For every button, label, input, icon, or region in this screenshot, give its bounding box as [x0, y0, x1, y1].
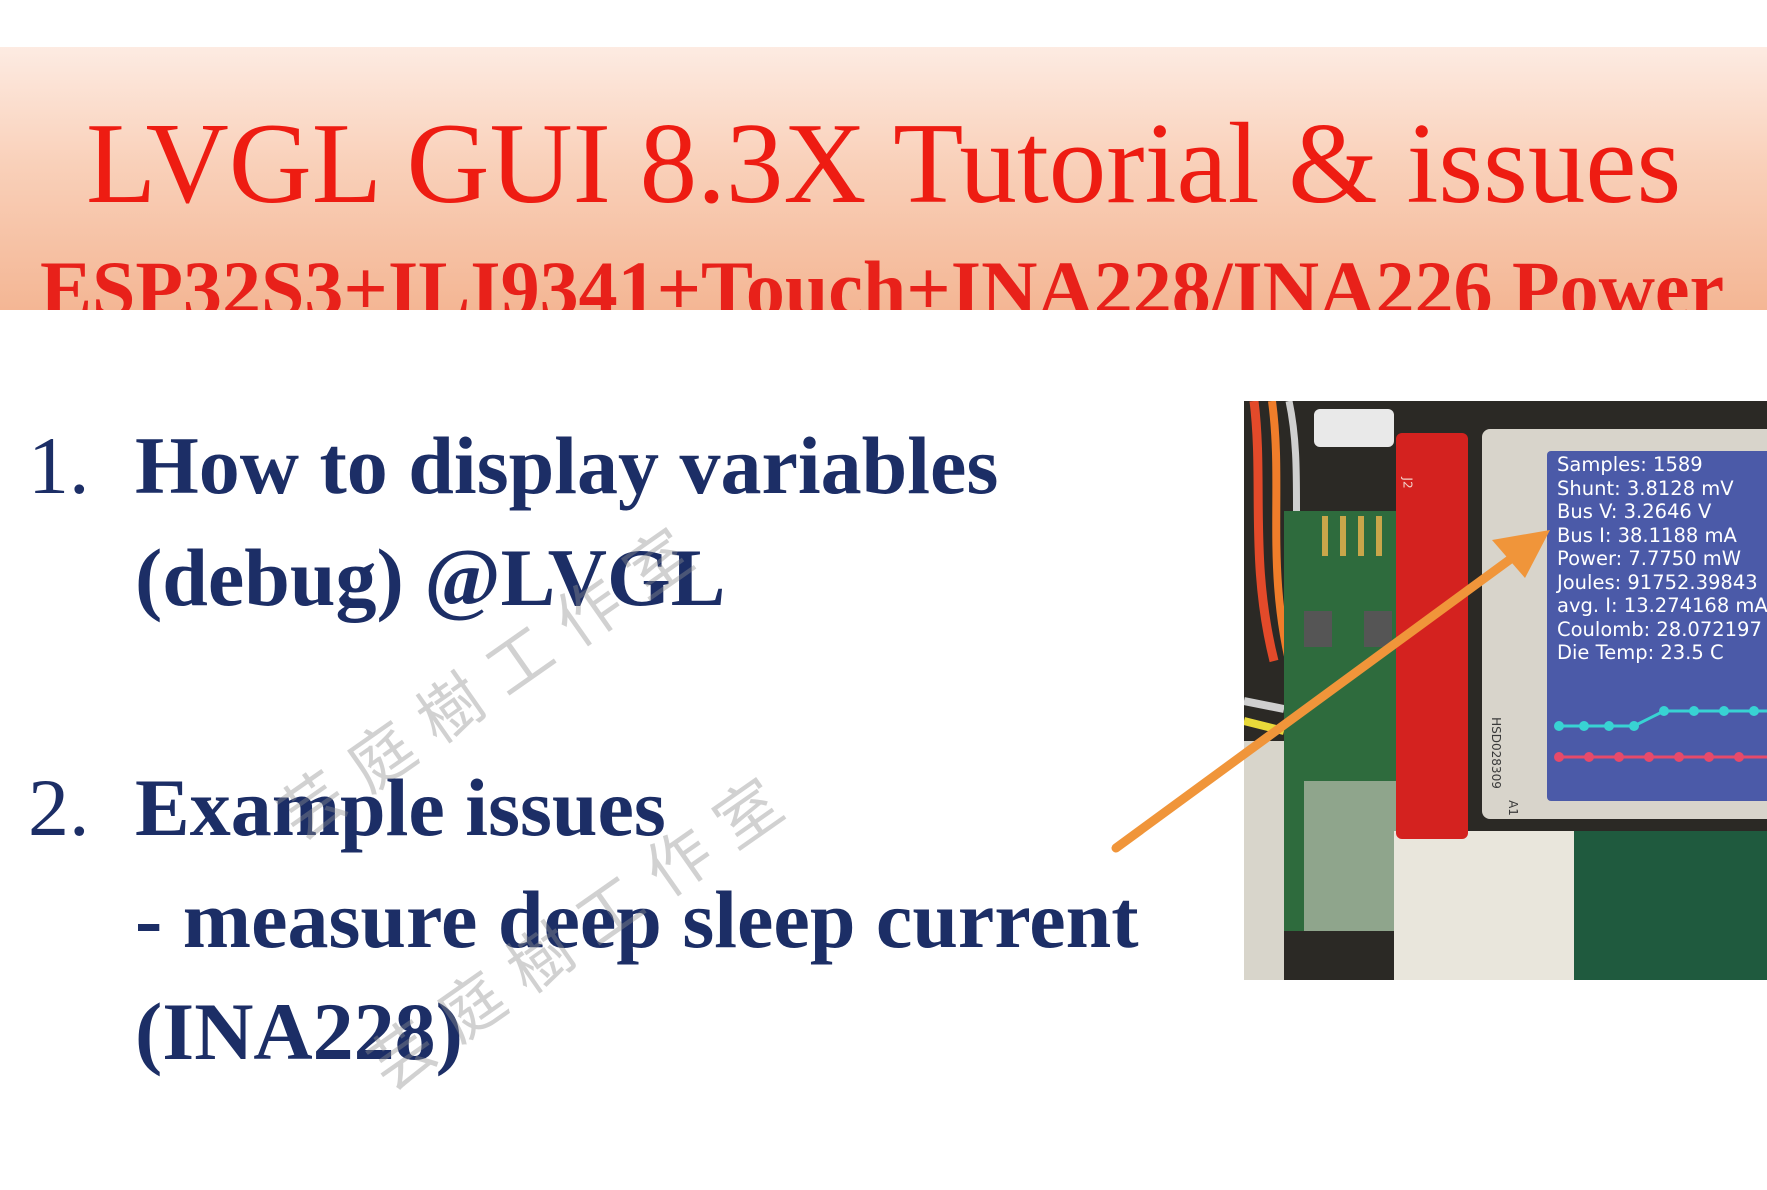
lcd-line: Die Temp: 23.5 C: [1557, 641, 1724, 664]
list-item-1-line-2: (debug) @LVGL: [135, 532, 726, 623]
list-item-2-line-1: Example issues: [135, 762, 666, 853]
lcd-line: Bus I: 38.1188 mA: [1557, 523, 1737, 547]
lcd-line: Coulomb: 28.072197: [1557, 617, 1762, 641]
slide-title: LVGL GUI 8.3X Tutorial & issues: [86, 100, 1682, 227]
lcd-line: Power: 7.7750 mW: [1557, 547, 1742, 570]
list-number-2: 2.: [28, 762, 90, 853]
list-item-2-line-3: (INA228): [135, 986, 463, 1077]
lcd-line: Joules: 91752.39843: [1557, 570, 1758, 594]
lcd-line: Shunt: 3.8128 mV: [1557, 476, 1734, 500]
lcd-chart-lines: [1554, 706, 1767, 762]
slide-subtitle: ESP32S3+ILI9341+Touch+INA228/INA226 Powe…: [40, 245, 1725, 310]
lcd-screen: [1547, 451, 1767, 801]
list-item-2-line-2: - measure deep sleep current: [135, 874, 1139, 965]
lcd-readout: Samples: 1589 Shunt: 3.8128 mV Bus V: 3.…: [1557, 453, 1767, 665]
hardware-photo: J2 HSD028309 A1 Samples: 1589 Shunt: 3.8…: [1244, 401, 1767, 980]
list-number-1: 1.: [28, 420, 90, 511]
lcd-line: Samples: 1589: [1557, 453, 1703, 476]
lcd-line: Bus V: 3.2646 V: [1557, 500, 1712, 523]
lcd-line: avg. I: 13.274168 mA: [1557, 594, 1767, 617]
list-item-1-line-1: How to display variables: [135, 420, 999, 511]
title-banner: LVGL GUI 8.3X Tutorial & issues ESP32S3+…: [0, 47, 1767, 310]
